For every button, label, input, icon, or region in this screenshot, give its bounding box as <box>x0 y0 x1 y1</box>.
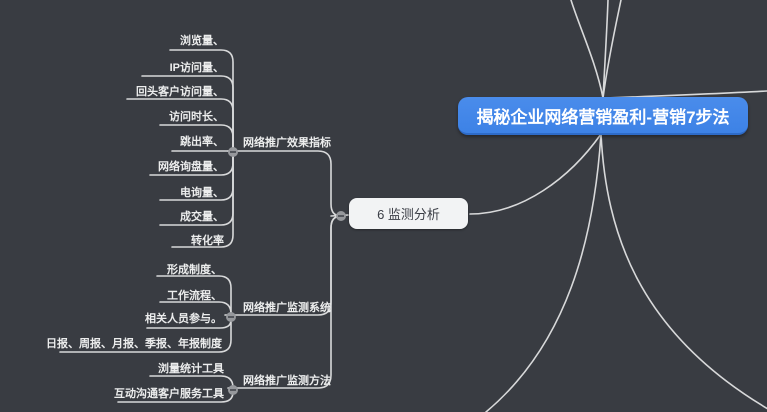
edge-child <box>126 98 234 153</box>
child-node[interactable]: 跳出率、 <box>180 136 224 148</box>
child-node[interactable]: 电询量、 <box>180 187 224 199</box>
child-node[interactable]: 互动沟通客户服务工具 <box>114 388 224 400</box>
branch-label-monitor-system[interactable]: 网络推广监测系统 <box>243 302 331 314</box>
edge-root-down-left <box>485 133 602 412</box>
branch-label-monitor-method[interactable]: 网络推广监测方法 <box>243 375 331 387</box>
collapse-button-branch-2[interactable] <box>226 312 236 322</box>
edge-child <box>59 316 232 353</box>
edge-child <box>156 275 232 318</box>
child-node[interactable]: 日报、周报、月报、季报、年报制度 <box>46 338 222 350</box>
collapse-button-branch-1[interactable] <box>228 147 238 157</box>
child-node[interactable]: 工作流程、 <box>167 290 222 302</box>
edge-child <box>171 151 234 248</box>
child-node[interactable]: 成交量、 <box>180 211 224 223</box>
child-node[interactable]: 访问时长、 <box>169 111 224 123</box>
child-node[interactable]: 浏览量、 <box>180 35 224 47</box>
subtopic-node[interactable]: 6 监测分析 <box>349 198 468 229</box>
edge-child <box>141 75 234 153</box>
child-node[interactable]: 回头客户访问量、 <box>136 86 224 98</box>
edge-root-subtopic <box>469 133 602 215</box>
edge-child <box>159 124 234 153</box>
collapse-button-subtopic[interactable] <box>336 211 346 221</box>
edge-root-up-1 <box>570 0 604 99</box>
edge-root-down-right <box>600 133 767 410</box>
child-node[interactable]: 浏量统计工具 <box>158 363 224 375</box>
child-node[interactable]: 网络询盘量、 <box>158 161 224 173</box>
edge-branch-3 <box>227 215 342 389</box>
collapse-button-branch-3[interactable] <box>228 385 238 395</box>
branch-label-effect-indicators[interactable]: 网络推广效果指标 <box>243 137 331 149</box>
edge-child <box>169 49 234 153</box>
child-node[interactable]: 形成制度、 <box>167 264 222 276</box>
child-node[interactable]: 转化率 <box>191 235 224 247</box>
edge-branch-1 <box>227 150 342 217</box>
edge-root-up-3 <box>602 0 622 99</box>
child-node[interactable]: 相关人员参与。 <box>145 313 222 325</box>
edge-root-up-2 <box>602 0 609 99</box>
child-node[interactable]: IP访问量、 <box>169 62 224 74</box>
root-topic[interactable]: 揭秘企业网络营销盈利-营销7步法 <box>458 97 748 135</box>
